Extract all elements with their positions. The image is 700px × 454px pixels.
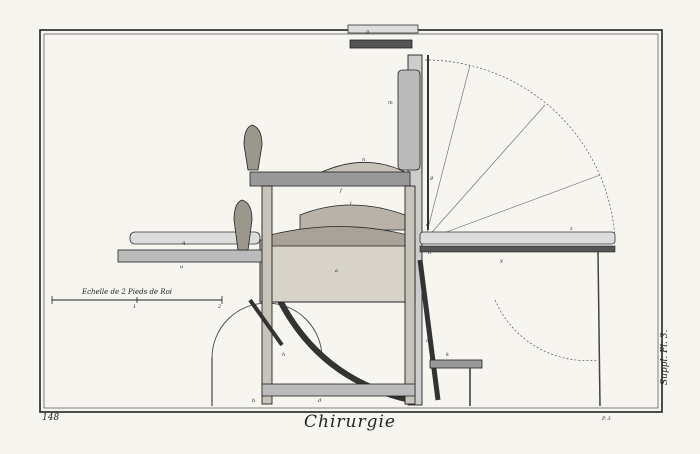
- seat-frame: [249, 171, 411, 187]
- headrest-bar: [347, 24, 419, 34]
- figure-letter: k: [446, 352, 450, 358]
- rear-leg: [404, 185, 416, 405]
- recline-arc: [424, 59, 616, 241]
- figure-letter: o: [428, 250, 432, 256]
- arc-radius-2: [424, 104, 546, 241]
- brace-right: [417, 259, 441, 401]
- bed-rail-right: [419, 245, 616, 253]
- figure-letter: l: [350, 201, 352, 207]
- figure-letter: q: [182, 240, 186, 246]
- floor-rail: [261, 383, 416, 397]
- figure-letter: u: [180, 264, 184, 270]
- middle-cushion: [299, 204, 406, 231]
- crank-handle-top: [243, 124, 263, 171]
- brace-left: [248, 298, 284, 347]
- figure-letter: m: [388, 100, 393, 106]
- scale-tick-label-2: 2: [218, 304, 222, 310]
- figure-letter: i: [250, 300, 252, 306]
- arc-radius-3: [424, 174, 601, 241]
- plate-reference: Suppl. Pl. 3.: [660, 329, 670, 385]
- bed-right: [419, 231, 616, 245]
- scale-caption: Echelle de 2 Pieds de Roi: [82, 288, 173, 296]
- figure-letter: c: [426, 338, 429, 344]
- figure-letter: d: [318, 398, 322, 404]
- figure-letter: a: [335, 268, 338, 274]
- bed-rail-left: [117, 249, 264, 263]
- plate-border-inner: [43, 33, 659, 409]
- figure-letter: p: [366, 29, 370, 35]
- side-stool-top: [429, 359, 483, 369]
- figure-letter: n: [362, 157, 366, 163]
- plate-number: 148: [42, 413, 60, 423]
- figure-letter: y: [500, 258, 503, 264]
- backrest-cushion: [397, 69, 421, 171]
- figure-letter: f: [340, 188, 342, 194]
- engraver-mark: P. 3: [602, 416, 611, 422]
- plate-title: Chirurgie: [304, 412, 396, 432]
- lower-arc-right: [494, 299, 599, 361]
- figure-letter: h: [282, 352, 286, 358]
- figure-letter: g: [430, 175, 434, 181]
- right-support: [597, 251, 601, 407]
- bed-left: [129, 231, 261, 245]
- scale-tick-label-1: 1: [133, 304, 137, 310]
- arc-radius-1: [424, 64, 471, 241]
- crank-handle-bottom: [233, 199, 253, 251]
- headrest-block: [349, 39, 413, 49]
- couch-base: [259, 239, 416, 303]
- figure-letter: b: [252, 398, 256, 404]
- front-leg: [261, 185, 273, 405]
- figure-letter: z: [570, 226, 573, 232]
- figure-letter: e: [426, 222, 429, 228]
